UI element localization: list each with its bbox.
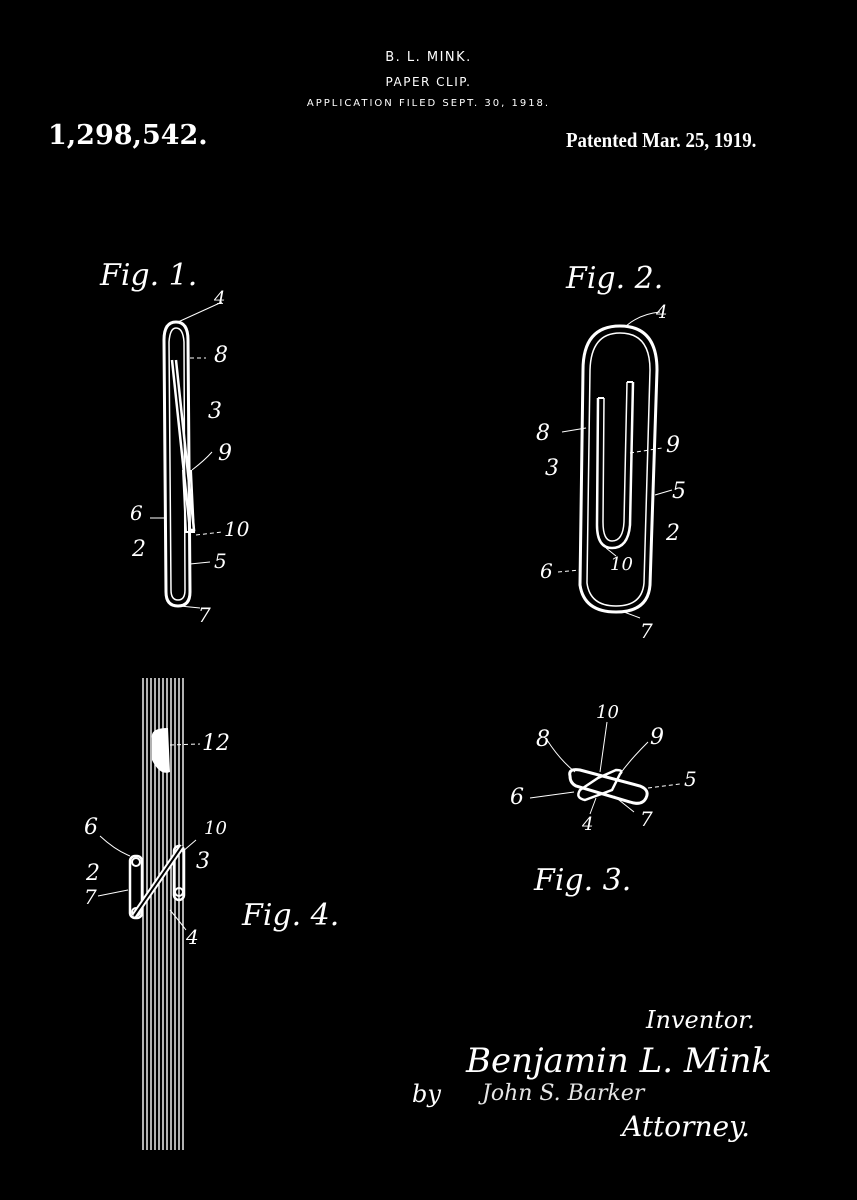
fig1-label-9: 9 [218, 441, 232, 466]
fig2-label-4: 4 [655, 302, 667, 323]
patented-date: Patented Mar. 25, 1919. [566, 128, 757, 152]
attorney-signature: John S. Barker [478, 1081, 646, 1106]
fig2-label-2: 2 [665, 521, 680, 546]
by-label: by [412, 1080, 441, 1108]
fig4-label-3: 3 [196, 849, 210, 874]
clip-outer-loop-inner-edge [168, 327, 186, 601]
fig3-label-7: 7 [640, 807, 653, 831]
figure-4: Fig. 4. [84, 678, 339, 1150]
header-inventor: B. L. MINK. [385, 50, 472, 65]
fig2-label-8: 8 [536, 421, 550, 446]
figure-3-caption: Fig. 3. [533, 863, 631, 898]
clip-inner-loop [595, 381, 635, 550]
fig1-label-10: 10 [224, 517, 250, 541]
fig4-label-6: 6 [84, 815, 98, 840]
inventor-label: Inventor. [645, 1006, 755, 1034]
fig1-label-8: 8 [214, 343, 228, 368]
clip-inner-leg-end [182, 469, 196, 533]
clip-outer-loop [162, 320, 192, 608]
figure-2: Fig. 2. 4 8 3 9 5 2 6 10 7 [536, 261, 686, 643]
fig2-label-6: 6 [540, 559, 553, 583]
fig3-label-9: 9 [650, 725, 664, 750]
clip-inner-leg [170, 359, 196, 532]
paper-fold [151, 728, 170, 773]
fig4-label-4: 4 [185, 925, 199, 949]
patent-number: 1,298,542. [48, 120, 208, 151]
clip-outer-loop [578, 324, 659, 614]
fig1-label-3: 3 [208, 399, 222, 424]
inventor-signature: Benjamin L. Mink [465, 1041, 772, 1081]
fig2-label-7: 7 [640, 619, 653, 643]
fig2-label-3: 3 [545, 456, 559, 481]
clip-side-view [128, 844, 186, 920]
fig3-label-4: 4 [581, 814, 593, 835]
fig1-label-7: 7 [198, 603, 211, 627]
attorney-label: Attorney. [619, 1110, 750, 1143]
fig4-label-12: 12 [202, 731, 230, 756]
figure-2-caption: Fig. 2. [565, 261, 663, 296]
fig1-label-5: 5 [214, 549, 227, 573]
fig1-label-2: 2 [131, 537, 146, 562]
patent-title: PAPER CLIP. [385, 75, 472, 89]
figure-4-caption: Fig. 4. [241, 898, 339, 933]
clip-end-view [568, 768, 649, 805]
fig4-label-2: 2 [85, 861, 100, 886]
signature-block: Inventor. Benjamin L. Mink by John S. Ba… [412, 1006, 772, 1143]
application-filed-date: APPLICATION FILED SEPT. 30, 1918. [306, 98, 551, 109]
fig1-label-6: 6 [130, 501, 143, 525]
fig3-label-5: 5 [684, 767, 697, 791]
fig2-label-10: 10 [610, 554, 633, 575]
fig3-label-10: 10 [596, 702, 619, 723]
figure-1: Fig. 1. 4 8 3 9 6 2 10 5 7 [99, 258, 250, 627]
fig3-label-6: 6 [510, 785, 524, 810]
clip-outer-loop-inner-edge [586, 332, 651, 607]
fig4-label-7: 7 [84, 885, 97, 909]
fig2-label-9: 9 [666, 433, 680, 458]
fig1-label-4: 4 [213, 288, 225, 309]
figure-3: Fig. 3. 10 8 9 5 6 4 7 [510, 702, 697, 898]
fig3-label-8: 8 [536, 727, 550, 752]
fig2-label-5: 5 [672, 479, 686, 504]
clip-inner-loop-edge [602, 381, 628, 542]
fig4-label-10: 10 [204, 818, 227, 839]
figure-1-caption: Fig. 1. [99, 258, 197, 293]
